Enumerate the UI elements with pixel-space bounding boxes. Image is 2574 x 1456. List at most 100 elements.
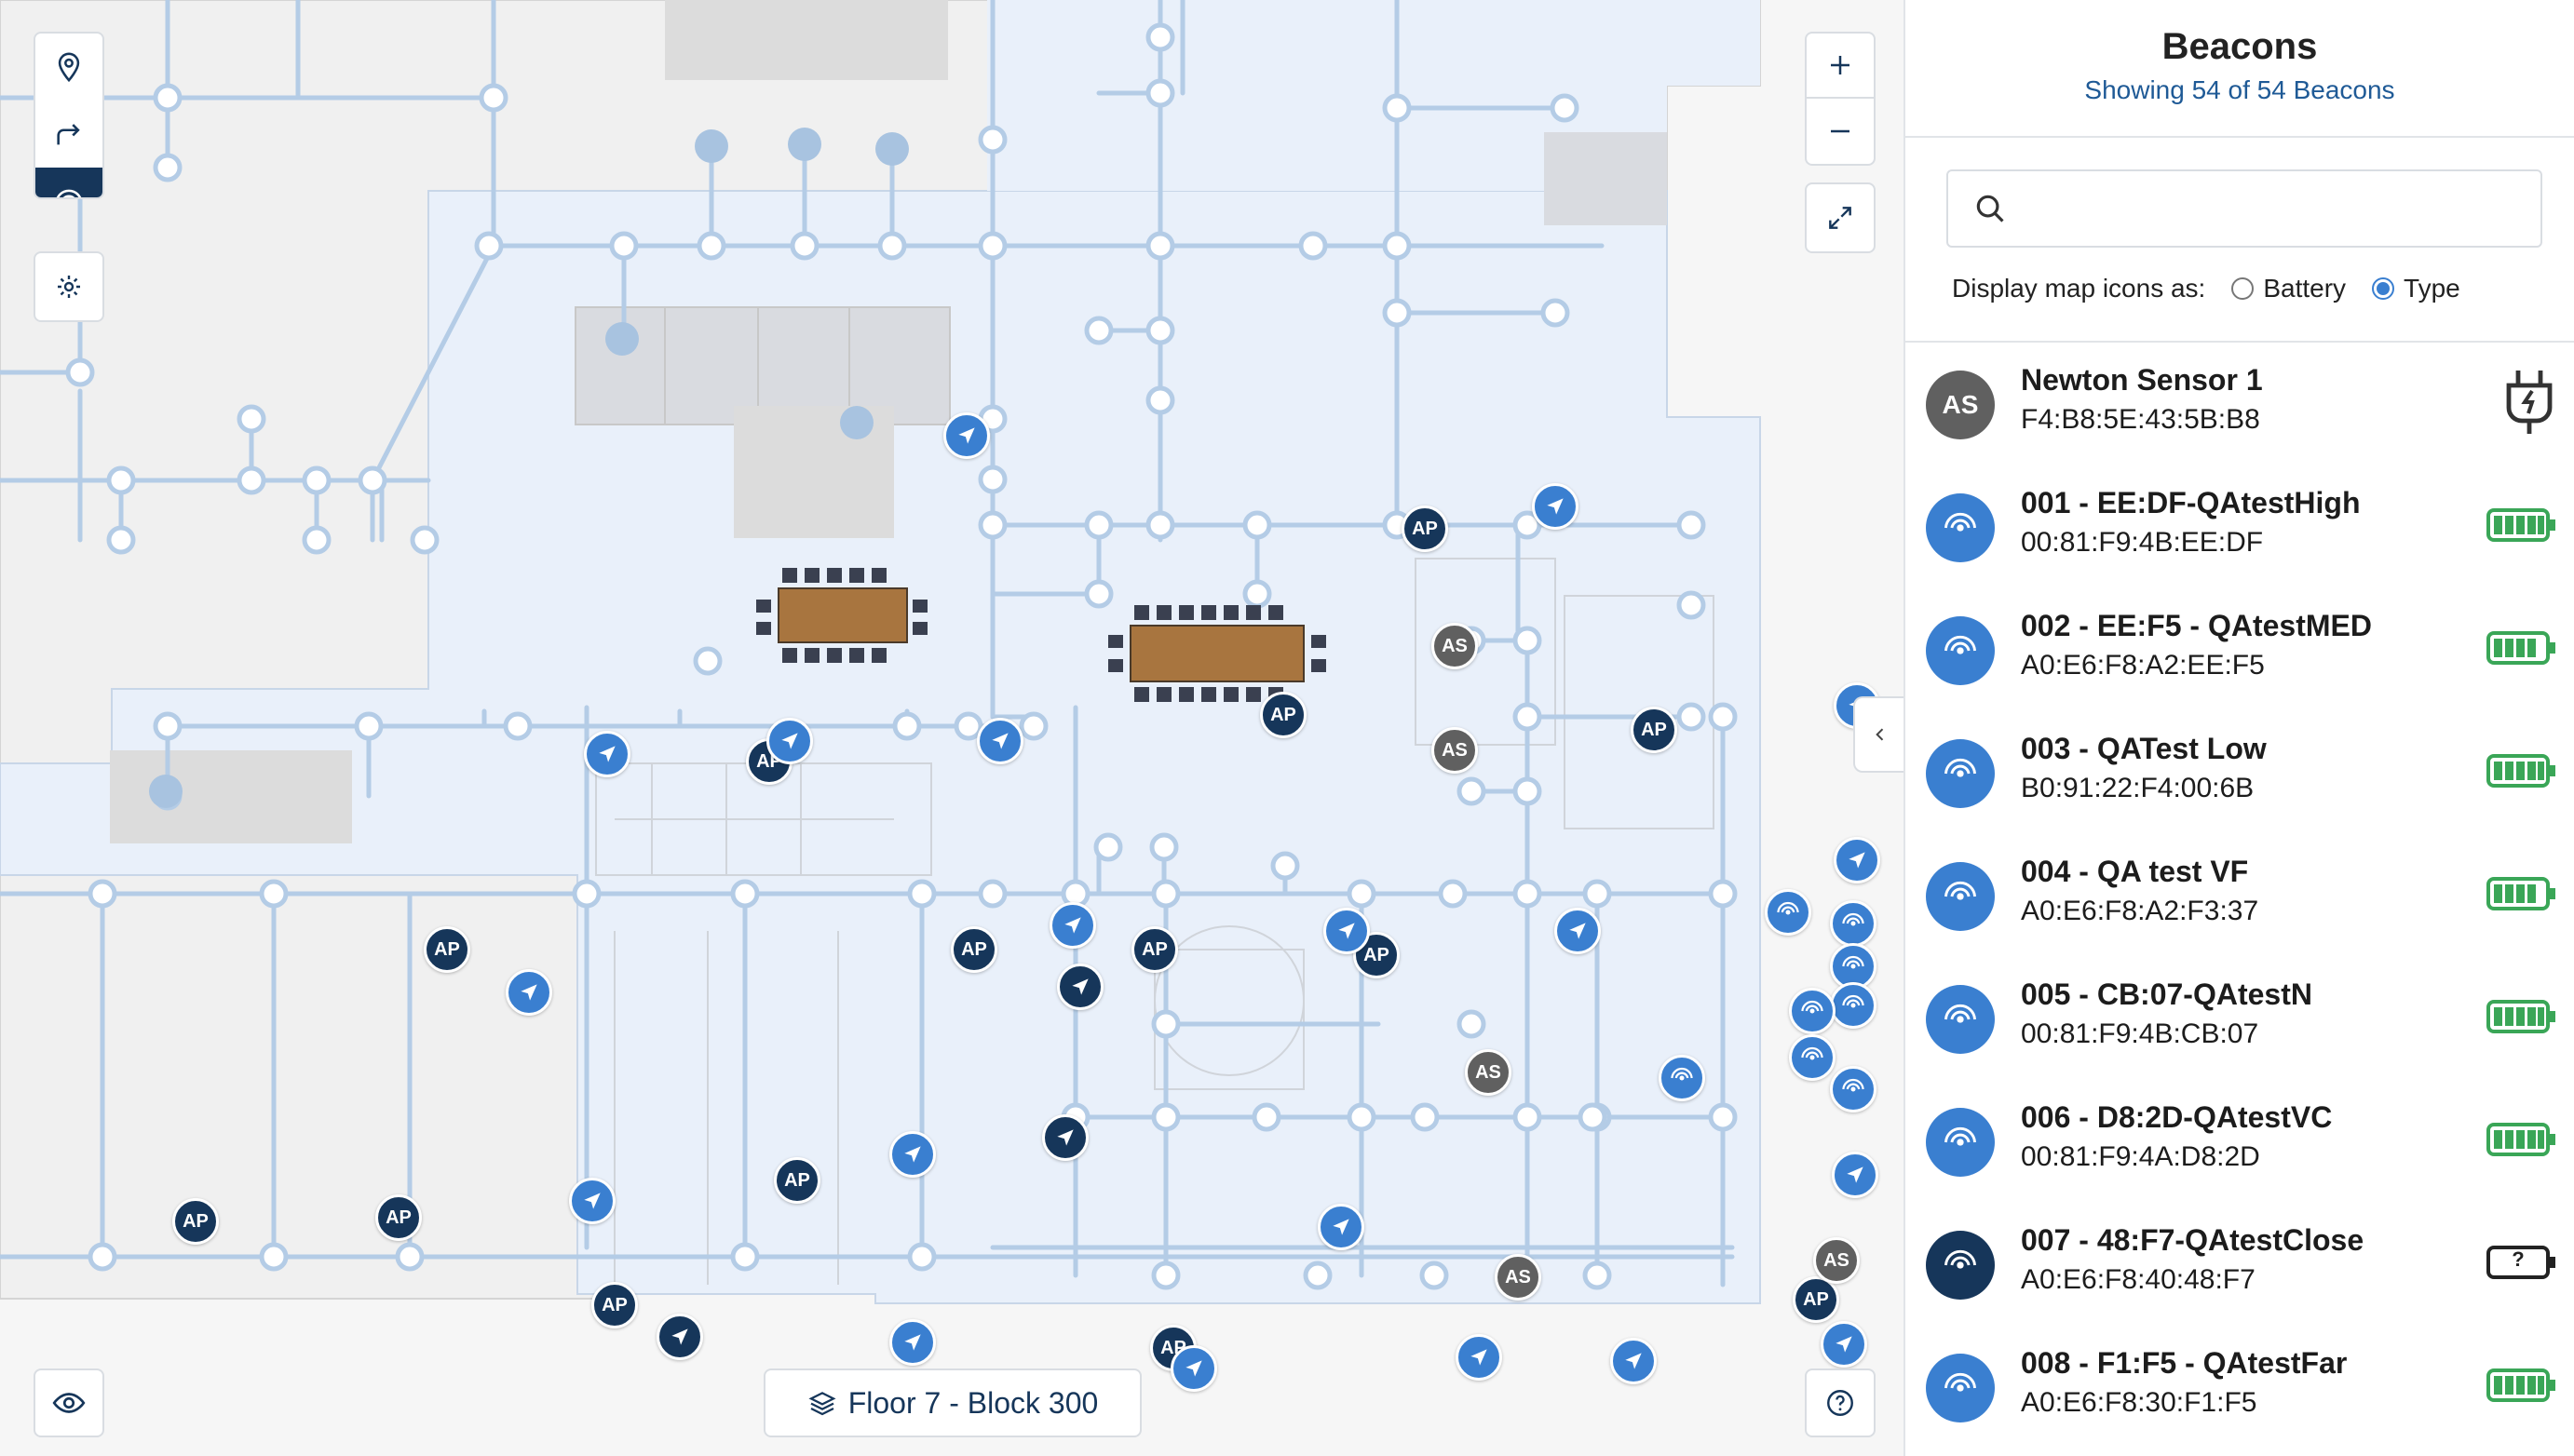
beacon-name: Newton Sensor 1 xyxy=(2021,363,2263,397)
access-point-marker[interactable]: AP xyxy=(774,1157,820,1204)
floor-label: Floor 7 - Block 300 xyxy=(847,1385,1099,1420)
navigation-beacon-marker[interactable] xyxy=(1042,1114,1089,1161)
beacon-row[interactable]: 001 - EE:DF-QAtestHigh 00:81:F9:4B:EE:DF xyxy=(1905,465,2574,588)
access-point-marker[interactable]: AP xyxy=(172,1198,219,1245)
conference-table-1 xyxy=(756,568,928,663)
fullscreen-button[interactable] xyxy=(1805,182,1876,253)
collapse-panel-button[interactable] xyxy=(1853,696,1905,773)
access-point-marker[interactable]: AP xyxy=(1402,506,1448,552)
navigation-beacon-marker[interactable] xyxy=(889,1131,936,1178)
beacon-row[interactable]: AS Newton Sensor 1 F4:B8:5E:43:5B:B8 xyxy=(1905,343,2574,465)
beacon-avatar xyxy=(1926,1231,1995,1300)
navigation-beacon-marker[interactable] xyxy=(1456,1334,1502,1381)
beacon-row[interactable]: 006 - D8:2D-QAtestVC 00:81:F9:4A:D8:2D xyxy=(1905,1080,2574,1203)
battery-radio[interactable] xyxy=(2231,277,2255,300)
beacon-mac: A0:E6:F8:30:F1:F5 xyxy=(2021,1387,2257,1418)
navigation-beacon-marker[interactable] xyxy=(889,1319,936,1366)
beacon-icon xyxy=(1944,1249,1977,1269)
navigation-beacon-marker[interactable] xyxy=(766,718,813,764)
help-button[interactable] xyxy=(1805,1368,1876,1437)
beacon-row[interactable]: 007 - 48:F7-QAtestClose A0:E6:F8:40:48:F… xyxy=(1905,1203,2574,1326)
access-point-marker[interactable]: AP xyxy=(1260,692,1307,738)
sensor-marker[interactable]: AS xyxy=(1813,1237,1860,1284)
beacon-marker[interactable] xyxy=(1830,900,1876,947)
directions-mode-button[interactable] xyxy=(35,101,102,168)
beacon-marker[interactable] xyxy=(1659,1055,1705,1101)
navigation-beacon-marker[interactable] xyxy=(584,731,630,777)
beacon-mac: A0:E6:F8:A2:F3:37 xyxy=(2021,896,2259,926)
navigation-beacon-marker[interactable] xyxy=(657,1314,703,1360)
beacon-marker[interactable] xyxy=(1830,943,1876,990)
gear-icon xyxy=(58,276,80,298)
beacon-icon xyxy=(1944,635,1977,654)
minus-icon xyxy=(1831,129,1849,133)
visibility-button[interactable] xyxy=(34,1368,104,1437)
access-point-marker[interactable]: AP xyxy=(1131,926,1178,973)
beacon-marker[interactable] xyxy=(1765,889,1811,936)
navigation-beacon-marker[interactable] xyxy=(1821,1321,1867,1368)
panel-title: Beacons xyxy=(2161,26,2318,67)
beacon-row[interactable]: 003 - QATest Low B0:91:22:F4:00:6B xyxy=(1905,711,2574,834)
beacon-row[interactable]: 005 - CB:07-QAtestN 00:81:F9:4B:CB:07 xyxy=(1905,957,2574,1080)
directions-icon xyxy=(57,124,80,145)
navigation-beacon-marker[interactable] xyxy=(1171,1345,1217,1392)
access-point-marker[interactable]: AP xyxy=(591,1282,638,1328)
beacons-mode-button[interactable] xyxy=(35,168,102,197)
beacon-mac: 00:81:F9:4B:CB:07 xyxy=(2021,1018,2259,1049)
access-point-marker[interactable]: AP xyxy=(424,926,470,973)
navigation-beacon-marker[interactable] xyxy=(1050,902,1096,949)
beacon-row[interactable]: 004 - QA test VF A0:E6:F8:A2:F3:37 xyxy=(1905,834,2574,957)
navigation-beacon-marker[interactable] xyxy=(1318,1204,1364,1250)
eye-icon xyxy=(52,1393,86,1413)
navigation-beacon-marker[interactable] xyxy=(1057,964,1104,1010)
battery-full-icon xyxy=(2486,1121,2559,1163)
sensor-marker[interactable]: AS xyxy=(1495,1254,1541,1301)
beacon-marker[interactable] xyxy=(1830,1066,1876,1112)
beacon-marker[interactable] xyxy=(1789,1034,1836,1081)
beacon-icon xyxy=(1944,758,1977,777)
beacon-icon xyxy=(1944,1372,1977,1392)
beacon-name: 002 - EE:F5 - QAtestMED xyxy=(2021,609,2372,642)
access-point-marker[interactable]: AP xyxy=(951,926,997,973)
navigation-beacon-marker[interactable] xyxy=(1834,837,1880,883)
navigation-beacon-marker[interactable] xyxy=(506,969,552,1016)
beacon-marker[interactable] xyxy=(1789,988,1836,1034)
navigation-beacon-marker[interactable] xyxy=(1532,483,1578,530)
navigation-beacon-marker[interactable] xyxy=(1323,908,1370,954)
location-mode-button[interactable] xyxy=(35,34,102,101)
navigation-beacon-marker[interactable] xyxy=(569,1178,616,1224)
type-option-label[interactable]: Type xyxy=(2404,274,2460,303)
access-point-marker[interactable]: AP xyxy=(1793,1276,1839,1323)
floor-selector-button[interactable]: Floor 7 - Block 300 xyxy=(764,1368,1142,1437)
conference-table-2 xyxy=(1108,605,1326,702)
access-point-marker[interactable]: AP xyxy=(1631,707,1677,753)
battery-option-label[interactable]: Battery xyxy=(2263,274,2347,303)
zoom-in-button[interactable] xyxy=(1807,34,1874,99)
navigation-beacon-marker[interactable] xyxy=(943,412,990,459)
settings-button[interactable] xyxy=(34,251,104,322)
access-point-marker[interactable]: AP xyxy=(375,1194,422,1241)
search-field[interactable] xyxy=(1946,169,2542,248)
sensor-marker[interactable]: AS xyxy=(1431,623,1478,669)
beacon-row[interactable]: 008 - F1:F5 - QAtestFar A0:E6:F8:30:F1:F… xyxy=(1905,1326,2574,1449)
beacon-mac: A0:E6:F8:A2:EE:F5 xyxy=(2021,650,2265,681)
sensor-marker[interactable]: AS xyxy=(1431,727,1478,774)
divider xyxy=(1905,341,2574,343)
type-radio[interactable] xyxy=(2372,277,2395,300)
expand-icon xyxy=(1829,207,1851,229)
beacon-mac: B0:91:22:F4:00:6B xyxy=(2021,773,2255,803)
sensor-marker[interactable]: AS xyxy=(1465,1049,1511,1096)
navigation-beacon-marker[interactable] xyxy=(1610,1338,1657,1384)
search-input[interactable] xyxy=(2021,194,2524,223)
beacon-marker[interactable] xyxy=(1830,982,1876,1029)
beacon-icon xyxy=(1944,881,1977,900)
navigation-beacon-marker[interactable] xyxy=(1832,1152,1878,1198)
navigation-beacon-marker[interactable] xyxy=(1554,908,1601,954)
panel-header: Beacons Showing 54 of 54 Beacons xyxy=(1905,0,2574,138)
navigation-beacon-marker[interactable] xyxy=(977,718,1023,764)
beacon-name: 007 - 48:F7-QAtestClose xyxy=(2021,1223,2364,1257)
battery-full-icon xyxy=(2486,506,2559,548)
zoom-out-button[interactable] xyxy=(1807,99,1874,164)
beacon-row[interactable]: 002 - EE:F5 - QAtestMED A0:E6:F8:A2:EE:F… xyxy=(1905,588,2574,711)
